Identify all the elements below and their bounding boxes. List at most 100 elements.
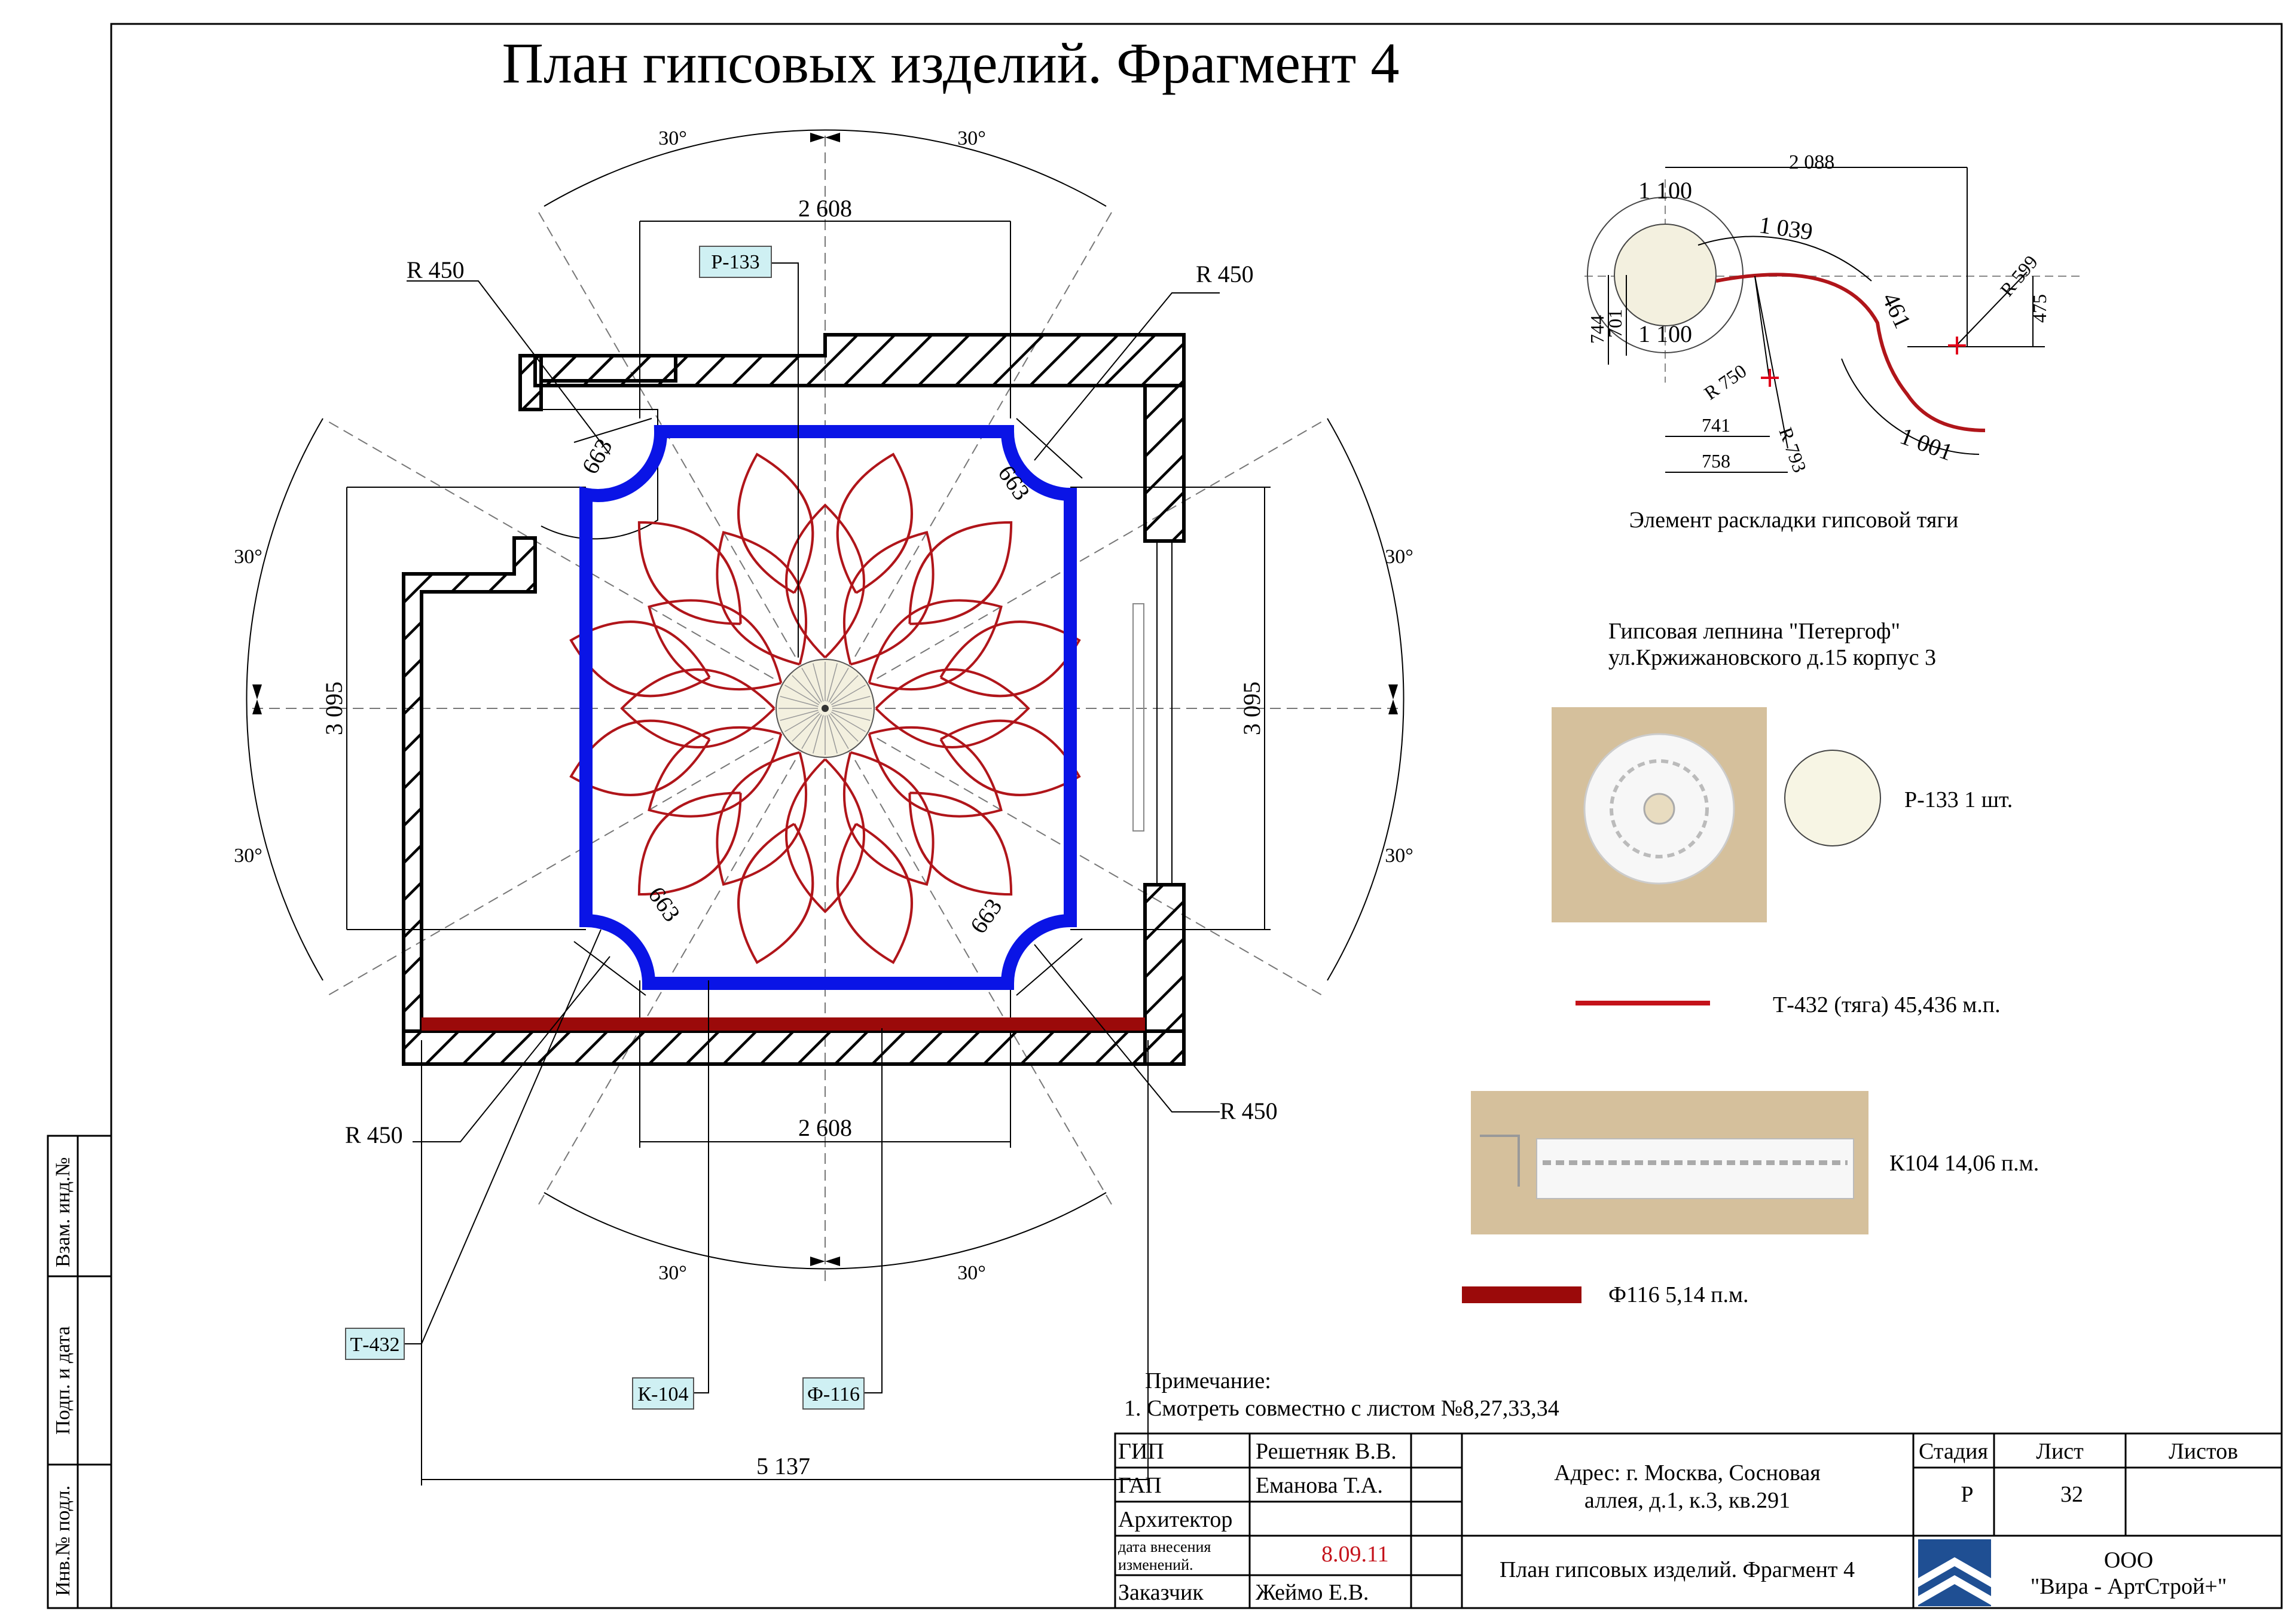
page-title: План гипсовых изделий. Фрагмент 4: [502, 31, 1400, 95]
radius-label-bl: R 450: [345, 1121, 403, 1148]
svg-text:"Вира - АртСтрой+": "Вира - АртСтрой+": [2031, 1574, 2227, 1599]
corner-dim-arcs: [573, 418, 1083, 996]
svg-text:701: 701: [1604, 309, 1626, 338]
radius-label-tr: R 450: [1196, 261, 1254, 288]
note: Примечание: 1. Смотреть совместно с лист…: [1124, 1368, 1559, 1421]
petal-curve: [648, 726, 783, 818]
svg-text:аллея, д.1, к.3, кв.291: аллея, д.1, к.3, кв.291: [1584, 1488, 1790, 1513]
side-stamp-a: Взам. инд.№: [52, 1157, 74, 1267]
dimension-labels: 2 608 2 608 3 095 3 095 5 137: [320, 195, 1265, 1480]
svg-text:1 001: 1 001: [1897, 422, 1956, 466]
radius-leaders: [407, 280, 1220, 1142]
petal-curve: [785, 503, 865, 659]
petal-curve: [842, 751, 935, 886]
dim-left: 3 095: [320, 681, 347, 735]
guide-line: [877, 738, 1323, 996]
svg-text:461: 461: [1877, 289, 1916, 332]
svg-text:ГИП: ГИП: [1118, 1439, 1164, 1464]
svg-text:30°: 30°: [1385, 546, 1413, 568]
svg-text:663: 663: [964, 894, 1007, 939]
petal-curve: [868, 599, 1003, 691]
legend: Гипсовая лепнина "Петергоф" ул.Кржижанов…: [1462, 619, 2039, 1307]
petal-curve: [842, 531, 935, 666]
svg-text:Р: Р: [1961, 1482, 1973, 1507]
petal-curve: [716, 751, 808, 886]
legend-t432: Т-432 (тяга) 45,436 м.п.: [1773, 992, 2001, 1017]
medallion-ray: [792, 713, 821, 742]
medallion-ray: [780, 710, 819, 721]
svg-text:30°: 30°: [234, 546, 262, 568]
svg-text:Жеймо Е.В.: Жеймо Е.В.: [1256, 1580, 1369, 1605]
legend-heading1: Гипсовая лепнина "Петергоф": [1608, 619, 1900, 644]
element-caption: Элемент раскладки гипсовой тяги: [1629, 508, 1959, 533]
side-stamp-c: Инв.№ подл.: [52, 1486, 74, 1596]
side-stamp-b: Подп. и дата: [52, 1326, 74, 1435]
svg-text:758: 758: [1702, 450, 1730, 472]
medallion-ray: [828, 714, 849, 749]
tag-p133: Р-133: [711, 251, 759, 273]
medallion-ray: [813, 715, 824, 754]
medallion-ray: [784, 711, 819, 732]
guide-line: [328, 421, 774, 679]
svg-text:30°: 30°: [658, 1262, 687, 1284]
medallion-rays: [778, 662, 872, 755]
petal-curve: [939, 621, 1081, 698]
t432-curve-pattern: [569, 453, 1081, 964]
ceiling-plan: 30° 30° 30° 30° 30° 30° 30° 30°: [234, 127, 1413, 1486]
petal-curve: [785, 758, 865, 913]
guide-line: [328, 738, 774, 996]
svg-text:Листов: Листов: [2169, 1439, 2238, 1464]
petal-curve: [836, 823, 913, 964]
petal-curve: [868, 726, 1003, 818]
medallion-ray: [780, 696, 819, 707]
petal-curve: [569, 621, 711, 698]
legend-f116: Ф116 5,14 п.м.: [1608, 1282, 1749, 1307]
medallion-ray: [829, 675, 859, 704]
svg-text:8.09.11: 8.09.11: [1321, 1542, 1389, 1567]
angle-arcs: [246, 129, 1405, 1270]
svg-text:475: 475: [2029, 294, 2050, 323]
svg-text:Заказчик: Заказчик: [1118, 1580, 1204, 1605]
petal-curve: [637, 791, 742, 896]
title-block: [1114, 1432, 2283, 1609]
medallion-ray: [832, 710, 871, 721]
svg-text:30°: 30°: [234, 845, 262, 867]
f116-strip: [422, 1017, 1145, 1031]
k104-frame: [579, 425, 1077, 990]
title-block-text: ГИП Решетняк В.В. ГАП Еманова Т.А. Архит…: [1118, 1439, 2238, 1605]
medallion-ray: [829, 713, 859, 742]
tag-f116: Ф-116: [807, 1383, 860, 1405]
petal-curve: [716, 531, 808, 666]
svg-text:R 750: R 750: [1700, 360, 1750, 404]
petal-curve: [648, 599, 783, 691]
medallion-ray: [801, 668, 822, 702]
medallion-ray: [813, 663, 824, 702]
dim-bottom: 2 608: [798, 1114, 852, 1141]
note-heading: Примечание:: [1145, 1368, 1271, 1393]
svg-text:дата внесения: дата внесения: [1118, 1538, 1211, 1555]
svg-text:32: 32: [2060, 1482, 2083, 1507]
walls: [402, 333, 1186, 1066]
svg-text:Архитектор: Архитектор: [1118, 1507, 1232, 1532]
svg-text:Лист: Лист: [2036, 1439, 2084, 1464]
svg-text:663: 663: [576, 434, 618, 478]
radius-label-tl: R 450: [407, 256, 465, 283]
radius-labels: R 450 R 450 R 450 R 450: [345, 256, 1278, 1148]
medallion-ray: [826, 663, 838, 702]
angle-labels: 30° 30° 30° 30° 30° 30° 30° 30°: [234, 127, 1413, 1284]
svg-text:1 039: 1 039: [1757, 211, 1814, 245]
medallion-ray: [801, 714, 822, 749]
medallion-ray: [832, 696, 871, 707]
petal-curve: [620, 668, 775, 748]
legend-heading2: ул.Кржижановского д.15 корпус 3: [1608, 645, 1936, 670]
medallion-ray: [831, 684, 866, 705]
svg-text:Решетняк В.В.: Решетняк В.В.: [1256, 1439, 1397, 1464]
radius-label-br: R 450: [1220, 1098, 1278, 1124]
svg-text:1 100: 1 100: [1638, 177, 1692, 204]
dim-right: 3 095: [1238, 681, 1265, 735]
medallion-center: [822, 705, 829, 712]
dim-total: 5 137: [756, 1453, 810, 1480]
svg-text:Адрес: г. Москва, Сосновая: Адрес: г. Москва, Сосновая: [1554, 1460, 1821, 1486]
legend-p133: Р-133 1 шт.: [1904, 787, 2013, 812]
